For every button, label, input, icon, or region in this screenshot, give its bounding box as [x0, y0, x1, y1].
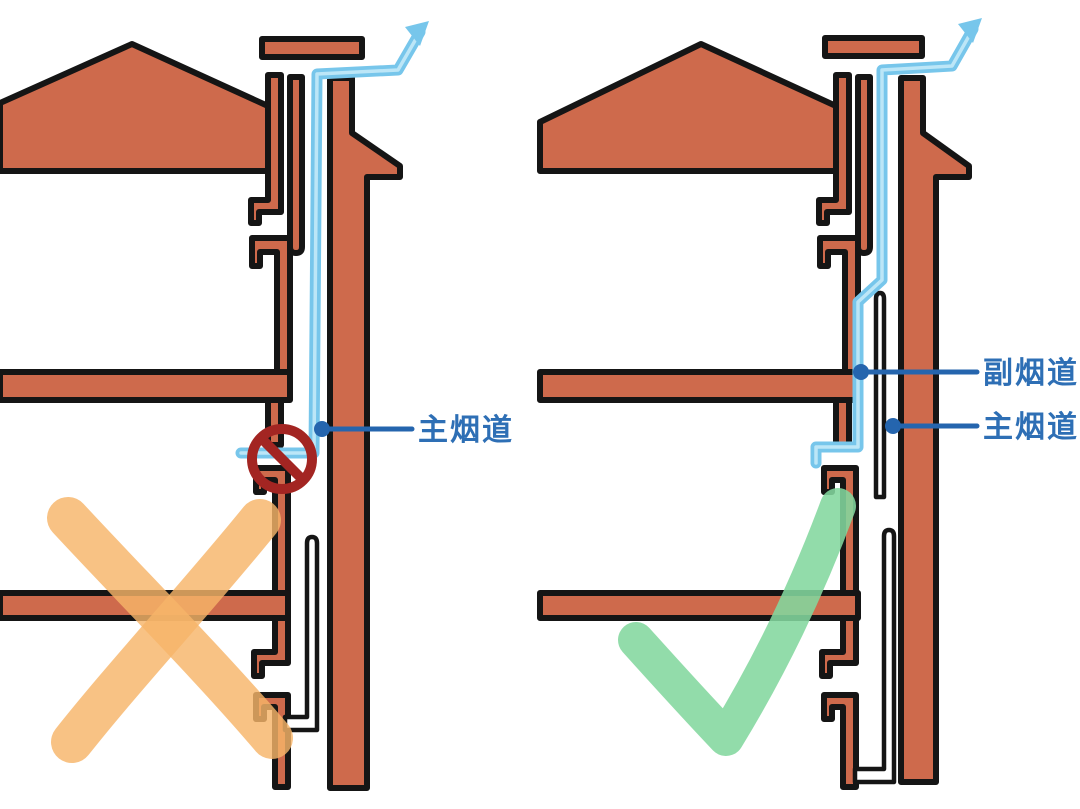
left-main-flue-outer-wall	[327, 75, 403, 791]
left-roof	[0, 41, 271, 174]
left-main-flue-dot	[314, 421, 330, 437]
left-flue-wall-mid	[249, 235, 293, 375]
right-roof	[537, 41, 839, 174]
right-flue-wall-low	[833, 397, 852, 448]
right-arrow-head-icon	[958, 18, 982, 43]
right-flue-wall-upper	[816, 72, 852, 226]
left-chimney-cap	[259, 36, 365, 60]
left-flue-inner-wall-top	[287, 74, 305, 256]
right-wall-hook-b1	[819, 615, 859, 679]
cross-mark-icon	[47, 497, 293, 763]
left-panel: 主烟道	[0, 21, 514, 791]
right-wall-hook-b2	[821, 692, 859, 790]
right-secondary-flue-dot	[853, 364, 869, 380]
left-floor-slab-mid	[0, 369, 293, 403]
check-mark-icon	[618, 488, 856, 756]
right-airflow-core	[814, 27, 975, 465]
right-floor-slab-mid	[537, 369, 861, 403]
right-main-flue-outer-wall	[898, 75, 972, 785]
right-flue-inner-wall-top	[855, 74, 873, 256]
right-flue-wall-mid	[817, 235, 861, 375]
left-wall-hook-b1	[251, 615, 291, 679]
left-arrow-head-icon	[405, 21, 429, 46]
left-flue-wall-low2	[253, 465, 291, 596]
left-secondary-flue-divider	[282, 534, 320, 733]
right-main-flue-label: 主烟道	[983, 411, 1079, 444]
left-main-flue-label: 主烟道	[418, 414, 514, 447]
right-chimney-cap	[822, 35, 925, 59]
left-airflow-core	[239, 30, 422, 455]
right-secondary-flue-label: 副烟道	[983, 357, 1079, 390]
right-panel: 副烟道 主烟道	[537, 18, 1079, 790]
right-flue-divider-upper	[873, 290, 887, 500]
left-flue-wall-low	[265, 397, 284, 448]
no-entry-icon	[247, 424, 317, 494]
right-main-flue-dot	[885, 418, 901, 434]
right-flue-divider-lower	[852, 527, 897, 785]
left-flue-wall-upper	[248, 72, 284, 226]
